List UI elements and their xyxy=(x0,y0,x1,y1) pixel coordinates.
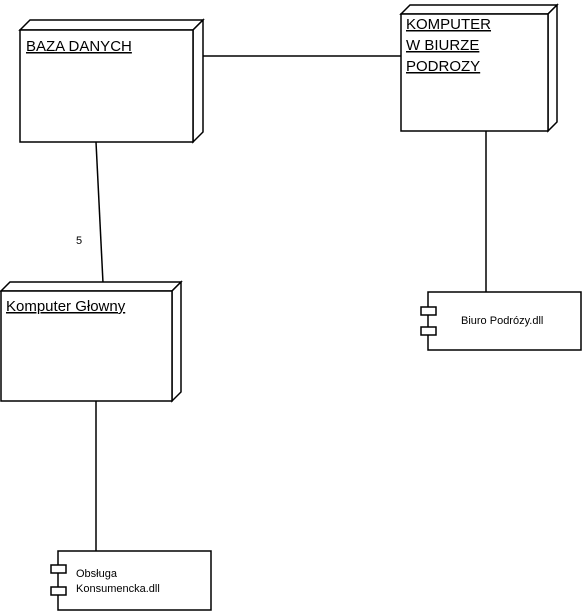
component-obsluga-label-line-2: Konsumencka.dll xyxy=(76,583,160,595)
node-database[interactable]: BAZA DANYCH xyxy=(18,18,205,144)
component-obsluga-port-bottom xyxy=(50,586,67,596)
node-main-title: Komputer Głowny xyxy=(6,298,126,315)
node-office-computer[interactable]: KOMPUTER W BIURZE PODROZY xyxy=(399,3,559,133)
multiplicity-label: 5 xyxy=(76,235,82,247)
node-office-title-line-1: KOMPUTER xyxy=(406,16,491,33)
component-biuro-port-top xyxy=(420,306,437,316)
node-office-title-line-3: PODROZY xyxy=(406,58,480,75)
component-biuro-label: Biuro Podrózy.dll xyxy=(461,315,543,327)
component-biuro[interactable]: Biuro Podrózy.dll xyxy=(420,291,582,351)
node-main-computer[interactable]: Komputer Głowny xyxy=(0,280,183,403)
component-biuro-port-bottom xyxy=(420,326,437,336)
component-obsluga[interactable]: Obsługa Konsumencka.dll xyxy=(50,550,212,611)
node-office-title-line-2: W BIURZE xyxy=(406,37,479,54)
component-obsluga-port-top xyxy=(50,564,67,574)
node-database-title: BAZA DANYCH xyxy=(26,38,132,55)
link-database-main xyxy=(95,141,104,284)
component-obsluga-label-line-1: Obsługa xyxy=(76,568,118,580)
